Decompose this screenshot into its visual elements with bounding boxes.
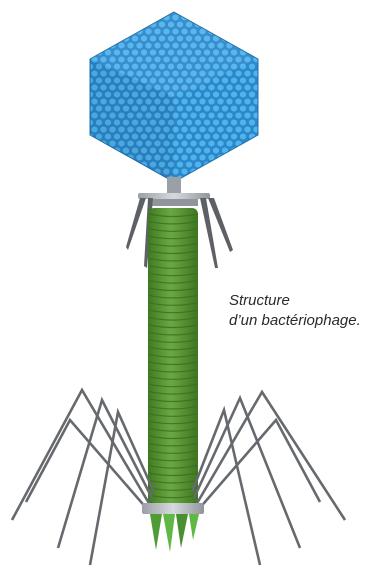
diagram-caption: Structure d’un bactériophage. bbox=[229, 291, 383, 331]
caption-line-1: Structure bbox=[229, 291, 383, 311]
capsid-head bbox=[90, 12, 258, 182]
tail-spikes bbox=[150, 514, 199, 552]
baseplate bbox=[142, 503, 204, 514]
tail-sheath bbox=[148, 208, 198, 508]
caption-line-2: d’un bactériophage. bbox=[229, 311, 383, 331]
